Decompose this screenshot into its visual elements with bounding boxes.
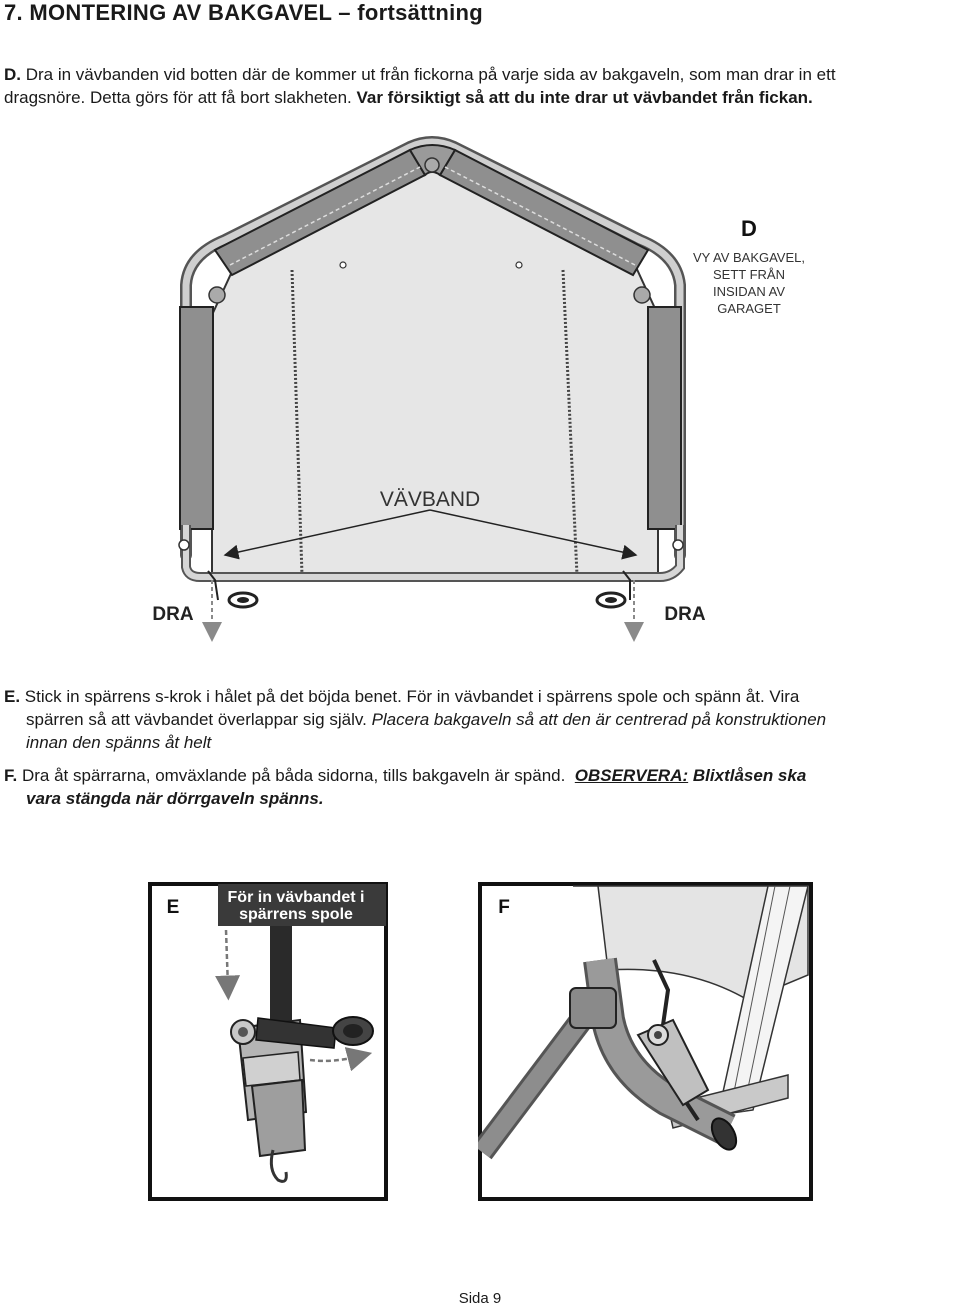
figure-d-view-line-3: INSIDAN AV: [713, 284, 785, 299]
step-e-paragraph: E. Stick in spärrens s-krok i hålet på d…: [4, 685, 826, 754]
observe-label: OBSERVERA:: [574, 766, 689, 785]
figure-d-view-line-1: VY AV BAKGAVEL,: [693, 250, 805, 265]
step-e-line2b: Placera bakgaveln så att den är centrera…: [371, 710, 827, 729]
step-f-line2: vara stängda när dörrgaveln spänns.: [26, 789, 324, 808]
page-title: 7. MONTERING AV BAKGAVEL – fortsättning: [4, 0, 484, 25]
step-e-line1: Stick in spärrens s-krok i hålet på det …: [24, 687, 800, 706]
figure-e-ratchet: För in vävbandet i spärrens spole E: [148, 882, 388, 1201]
strap-label: VÄVBAND: [380, 488, 480, 511]
step-e-letter: E.: [4, 687, 21, 706]
figure-d-view-line-4: GARAGET: [717, 301, 781, 316]
step-e-line3: innan den spänns åt helt: [26, 733, 212, 752]
step-d-paragraph: D. Dra in vävbanden vid botten där de ko…: [4, 63, 836, 109]
step-d-warning: Var försiktigt så att du inte drar ut vä…: [356, 88, 813, 107]
step-f-letter: F.: [4, 766, 18, 785]
step-d-letter: D.: [4, 65, 21, 84]
step-e-line2a: spärren så att vävbandet överlappar sig …: [26, 710, 367, 729]
step-d-text: Dra in vävbanden vid botten där de komme…: [25, 65, 836, 84]
step-f-paragraph: F. Dra åt spärrarna, omväxlande på båda …: [4, 764, 806, 810]
pull-left-label: DRA: [152, 604, 193, 625]
page-number: Sida 9: [458, 1290, 502, 1307]
figure-d-view-line-2: SETT FRÅN: [713, 267, 785, 282]
figure-d-label: D: [741, 216, 757, 241]
pull-right-label: DRA: [664, 604, 705, 625]
step-d-text2: dragsnöre. Detta görs för att få bort sl…: [4, 88, 352, 107]
figure-d-back-gable: D VY AV BAKGAVEL, SETT FRÅN INSIDAN AV G…: [152, 136, 805, 642]
callout-line-2: spärrens spole: [239, 906, 353, 923]
observe-text: Blixtlåsen ska: [692, 766, 807, 785]
step-f-text: Dra åt spärrarna, omväxlande på båda sid…: [21, 766, 566, 785]
figure-f-label: F: [498, 897, 510, 918]
figure-f-tightening: F: [478, 882, 813, 1201]
figure-e-label: E: [167, 897, 180, 918]
callout-line-1: För in vävbandet i: [228, 889, 365, 906]
